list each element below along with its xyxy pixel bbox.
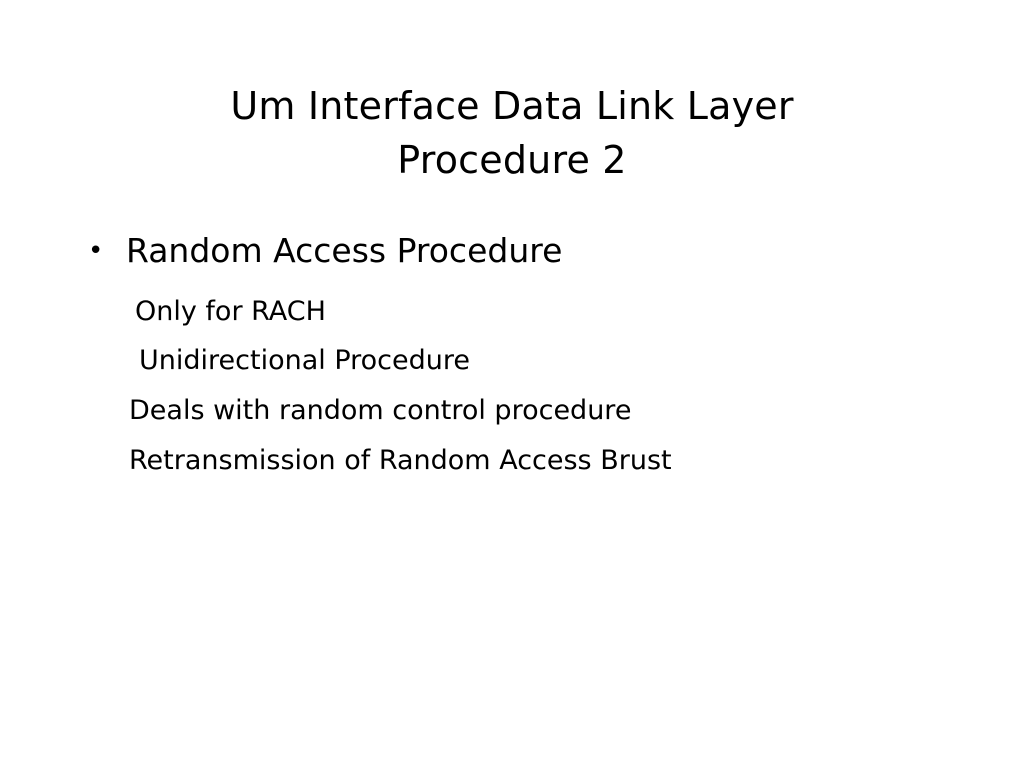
sub-item-4: Retransmission of Random Access Brust [129, 445, 672, 476]
sub-item-2: Unidirectional Procedure [139, 345, 470, 376]
slide-title-line-1: Um Interface Data Link Layer [230, 84, 794, 128]
sub-item-1: Only for RACH [135, 296, 326, 327]
slide-title-line-2: Procedure 2 [397, 138, 627, 182]
bullet-item: • Random Access Procedure [88, 228, 562, 274]
bullet-text: Random Access Procedure [126, 231, 563, 270]
sub-item-3: Deals with random control procedure [129, 395, 632, 426]
bullet-marker: • [88, 236, 104, 266]
